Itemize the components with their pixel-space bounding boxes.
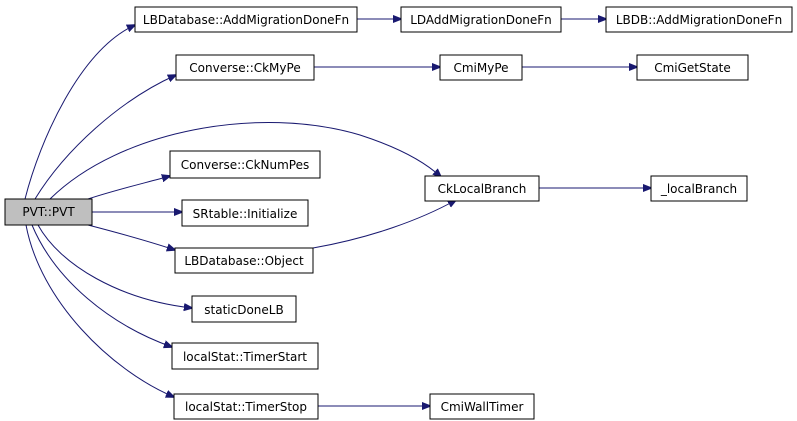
node-label: staticDoneLB [204, 303, 283, 317]
node-cknumpes[interactable]: Converse::CkNumPes [169, 150, 321, 179]
node-label: Converse::CkNumPes [181, 158, 310, 172]
node-ckmype[interactable]: Converse::CkMyPe [175, 54, 315, 81]
node-cmimype[interactable]: CmiMyPe [439, 54, 523, 81]
node-label: LDAddMigrationDoneFn [410, 13, 552, 27]
node-staticdonelb[interactable]: staticDoneLB [191, 295, 297, 323]
node-cmigetstate[interactable]: CmiGetState [636, 54, 749, 81]
edge-pvt-timerstop [25, 224, 174, 397]
node-label: CmiWallTimer [441, 400, 524, 414]
node-label: PVT::PVT [22, 205, 75, 219]
node-timerstop[interactable]: localStat::TimerStop [173, 393, 319, 420]
edge-pvt-cknumpes [87, 176, 170, 200]
node-label: localStat::TimerStart [183, 350, 307, 364]
node-pvt[interactable]: PVT::PVT [4, 198, 93, 226]
node-cmiwalltimer[interactable]: CmiWallTimer [429, 393, 535, 420]
edge-pvt-lbdb-object [87, 224, 175, 250]
node-lbdb2-addmig[interactable]: LBDB::AddMigrationDoneFn [605, 6, 793, 33]
node-label: localStat::TimerStop [185, 400, 307, 414]
node-lbdb-object[interactable]: LBDatabase::Object [174, 247, 314, 274]
node-label: CkLocalBranch [438, 182, 527, 196]
node-label: SRtable::Initialize [193, 207, 298, 221]
edge-pvt-cklocalbranch [49, 122, 441, 200]
node-label: LBDatabase::Object [184, 254, 304, 268]
edge-pvt-staticdonelb [37, 224, 192, 308]
edge-pvt-lbdb-addmig [24, 25, 135, 200]
edge-lbdb-object-cklocalbranch [312, 200, 456, 249]
edge-pvt-timerstart [31, 224, 172, 347]
edge-pvt-ckmype [34, 75, 176, 200]
node-lbdb-addmig[interactable]: LBDatabase::AddMigrationDoneFn [134, 6, 358, 33]
node-label: Converse::CkMyPe [189, 61, 300, 75]
edges [24, 19, 651, 406]
node-cklocalbranch[interactable]: CkLocalBranch [424, 175, 540, 202]
node-ld-addmig[interactable]: LDAddMigrationDoneFn [400, 6, 562, 33]
node-label: CmiGetState [654, 61, 731, 75]
node-localbranch[interactable]: _localBranch [650, 175, 748, 202]
node-label: LBDB::AddMigrationDoneFn [616, 13, 782, 27]
node-srtable-init[interactable]: SRtable::Initialize [181, 199, 309, 227]
node-label: CmiMyPe [453, 61, 508, 75]
node-timerstart[interactable]: localStat::TimerStart [171, 342, 319, 370]
node-label: _localBranch [660, 182, 737, 196]
node-label: LBDatabase::AddMigrationDoneFn [143, 13, 349, 27]
